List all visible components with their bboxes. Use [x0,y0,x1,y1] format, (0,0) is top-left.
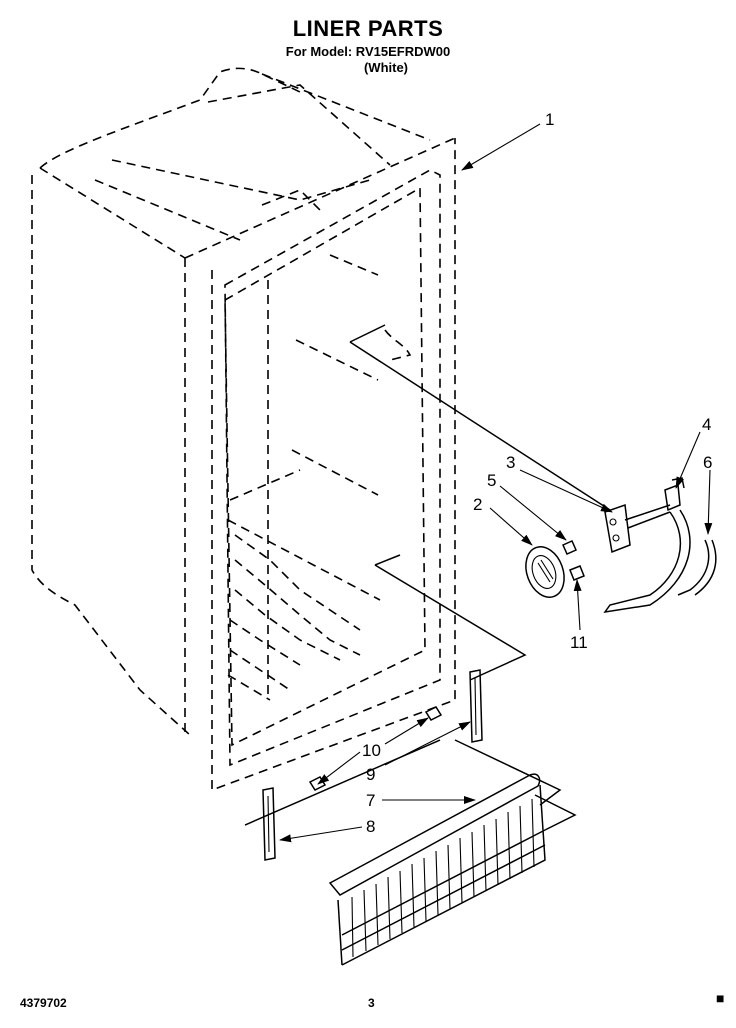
color-line: (White) [363,60,409,75]
callout-1: 1 [545,110,554,129]
cabinet-liner [31,67,456,792]
shelf-brackets [244,669,577,861]
callout-3: 3 [506,453,515,472]
callout-labels: 1 2 3 4 5 6 7 8 9 10 11 [362,110,712,836]
callout-2: 2 [473,495,482,514]
callout-4: 4 [702,415,711,434]
callout-10: 10 [362,741,381,760]
control-assembly [349,324,717,681]
callout-9: 9 [366,765,375,784]
model-line: For Model: RV15EFRDW00 [285,44,451,59]
callout-5: 5 [487,471,496,490]
leader-lines [279,123,713,843]
part-number: 4379702 [20,996,67,1010]
page-title: LINER PARTS [292,16,444,41]
callout-11: 11 [570,633,588,652]
page-number: 3 [368,996,375,1010]
callout-7: 7 [366,791,375,810]
callout-8: 8 [366,817,375,836]
wire-shelf [328,773,546,966]
callout-6: 6 [703,453,712,472]
corner-mark: ■ [716,990,725,1006]
